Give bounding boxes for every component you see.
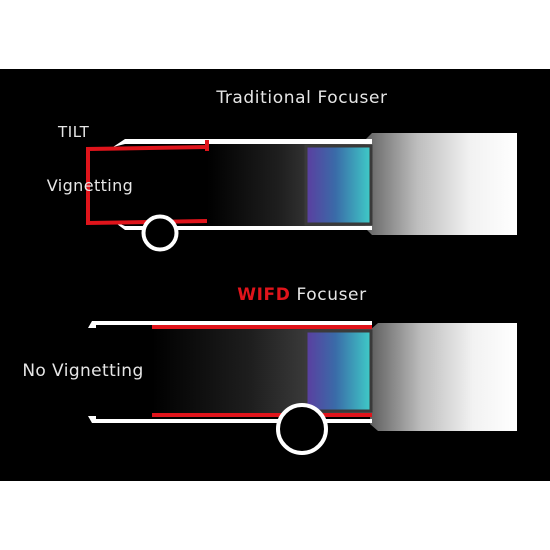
wifd-title-rest: Focuser (290, 285, 366, 305)
wifd-focuser-title: WIFD Focuser (237, 285, 366, 305)
sensor-frame (304, 144, 373, 226)
vignetting-label: Vignetting (47, 176, 133, 195)
focus-knob (141, 214, 179, 252)
tilt-label: TILT (57, 123, 90, 141)
camera-tube (370, 323, 517, 431)
focus-knob (276, 403, 328, 455)
barrel-lower-rail (113, 221, 372, 230)
barrel-upper-rail (88, 321, 372, 328)
wifd-brand-label: WIFD (237, 285, 290, 305)
traditional-focuser-title: Traditional Focuser (215, 88, 387, 108)
sensor-frame (304, 329, 373, 413)
camera-tube (363, 133, 517, 235)
sensor (307, 147, 370, 223)
no-vignetting-label: No Vignetting (22, 361, 143, 381)
wifd-focuser: WIFD Focuser No Vignetting (22, 285, 517, 455)
traditional-focuser: Traditional Focuser TILT Vignetting (47, 88, 517, 252)
barrel-upper-rail (113, 139, 372, 147)
sensor (307, 332, 370, 410)
